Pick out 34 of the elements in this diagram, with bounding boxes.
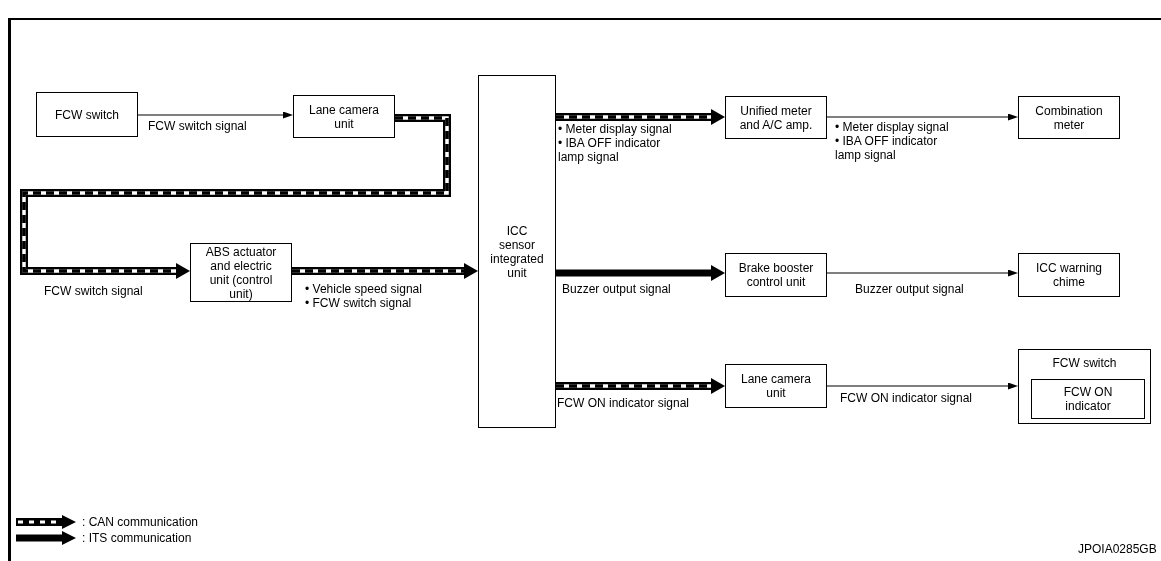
unit-box xyxy=(1018,96,1120,139)
unit-label: FCW switch xyxy=(54,107,120,122)
unit-box xyxy=(1018,349,1151,424)
edge-label: FCW switch signal xyxy=(148,119,247,133)
unit-label: Combination meter xyxy=(1034,103,1104,132)
unit-box xyxy=(293,95,395,138)
edge-label: Buzzer output signal xyxy=(855,282,964,296)
unit-box xyxy=(478,75,556,428)
unit-box xyxy=(36,92,138,137)
unit-label: FCW switch xyxy=(1051,356,1118,370)
unit-label: Brake booster control unit xyxy=(737,261,815,289)
unit-label: ICC sensor integrated unit xyxy=(489,223,545,280)
unit-box xyxy=(1031,379,1145,419)
unit-label: ABS actuator and electric unit (control unit) xyxy=(204,244,278,301)
edge-label: • Meter display signal • IBA OFF indicator lamp signal xyxy=(835,120,950,162)
unit-label: Lane camera unit xyxy=(307,102,380,131)
edge-label: • Vehicle speed signal • FCW switch signal xyxy=(305,282,423,310)
unit-box xyxy=(725,253,827,297)
unit-box xyxy=(725,96,827,139)
figure-code: JPOIA0285GB xyxy=(1078,542,1157,556)
unit-label: Lane camera unit xyxy=(739,372,812,400)
edge-label: • Meter display signal • IBA OFF indicator lamp signal xyxy=(558,122,673,164)
unit-label: FCW ON indicator xyxy=(1062,385,1114,413)
legend-label: : ITS communication xyxy=(82,531,192,545)
edge-label: FCW ON indicator signal xyxy=(840,391,973,405)
edge-label: Buzzer output signal xyxy=(562,282,671,296)
edge-label: FCW ON indicator signal xyxy=(557,396,690,410)
unit-box xyxy=(1018,253,1120,297)
unit-box xyxy=(190,243,292,302)
unit-label: Unified meter and A/C amp. xyxy=(738,103,814,132)
unit-box xyxy=(725,364,827,408)
edge-label: FCW switch signal xyxy=(44,284,143,298)
unit-label: ICC warning chime xyxy=(1035,261,1103,289)
legend-label: : CAN communication xyxy=(82,515,199,529)
